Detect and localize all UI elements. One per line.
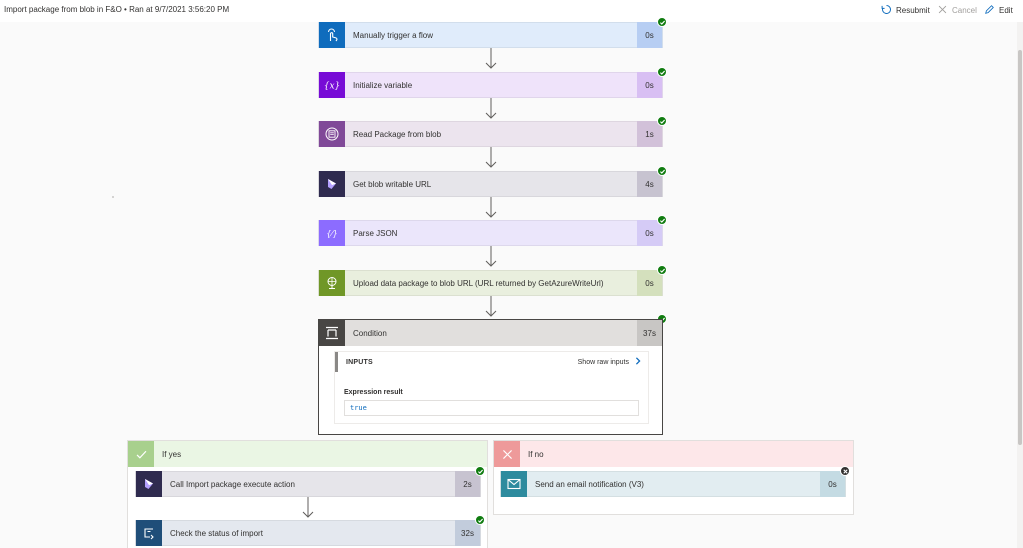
branch-if-yes-header[interactable]: If yes	[128, 441, 487, 467]
step-4-card[interactable]: Get blob writable URL 4s	[318, 171, 663, 197]
connector-arrow-icon	[302, 497, 314, 519]
connector-arrow-icon	[485, 296, 497, 318]
step-5-duration: 0s	[637, 220, 662, 246]
condition-duration: 37s	[637, 320, 662, 346]
expression-result-label: Expression result	[344, 389, 403, 396]
no-step-1-card[interactable]: Send an email notification (V3) 0s	[500, 471, 846, 497]
branch-if-no-label: If no	[528, 449, 544, 459]
dynamics-365-icon	[136, 471, 162, 497]
hand-touch-icon	[319, 22, 345, 48]
resubmit-button[interactable]: Resubmit	[881, 4, 930, 17]
success-check-icon	[657, 67, 667, 77]
yes-step-2-card[interactable]: Check the status of import 32s	[135, 520, 481, 546]
success-check-icon	[657, 166, 667, 176]
vertical-scrollbar[interactable]	[1017, 22, 1023, 548]
mail-icon	[501, 471, 527, 497]
skipped-icon	[840, 466, 850, 476]
variable-x-icon: {x}	[319, 72, 345, 98]
step-1-duration: 0s	[637, 22, 662, 48]
do-until-loop-icon	[136, 520, 162, 546]
step-2-duration: 0s	[637, 72, 662, 98]
http-globe-icon	[319, 270, 345, 296]
run-header: Import package from blob in F&O • Ran at…	[0, 0, 1023, 22]
success-check-icon	[657, 265, 667, 275]
parse-json-icon: {⁄}	[319, 220, 345, 246]
success-check-icon	[657, 215, 667, 225]
condition-card[interactable]: Condition 37s INPUTS Show raw inputs Exp…	[318, 319, 663, 435]
step-2-card[interactable]: {x} Initialize variable 0s	[318, 72, 663, 98]
condition-label: Condition	[353, 328, 387, 338]
inputs-panel: INPUTS Show raw inputs Expression result…	[334, 351, 649, 424]
close-icon	[937, 4, 948, 17]
edit-button[interactable]: Edit	[984, 4, 1013, 17]
step-6-card[interactable]: Upload data package to blob URL (URL ret…	[318, 270, 663, 296]
yes-step-2-label: Check the status of import	[170, 528, 263, 538]
connector-arrow-icon	[485, 147, 497, 169]
step-6-label: Upload data package to blob URL (URL ret…	[353, 278, 604, 288]
show-raw-inputs-label: Show raw inputs	[577, 358, 629, 366]
step-4-duration: 4s	[637, 171, 662, 197]
success-check-icon	[657, 116, 667, 126]
step-2-label: Initialize variable	[353, 80, 413, 90]
inputs-bar: INPUTS Show raw inputs	[335, 352, 648, 372]
cancel-button[interactable]: Cancel	[937, 4, 977, 17]
scrollbar-thumb[interactable]	[1018, 50, 1022, 445]
svg-text:{⁄}: {⁄}	[326, 230, 338, 239]
resubmit-label: Resubmit	[896, 6, 930, 15]
canvas-dot	[112, 196, 114, 198]
yes-step-1-card[interactable]: Call Import package execute action 2s	[135, 471, 481, 497]
branch-if-yes-label: If yes	[162, 449, 182, 459]
inputs-title: INPUTS	[346, 358, 373, 366]
connector-arrow-icon	[485, 246, 497, 268]
step-3-duration: 1s	[637, 121, 662, 147]
condition-header[interactable]: Condition 37s	[319, 320, 662, 346]
dynamics-365-icon	[319, 171, 345, 197]
run-title: Import package from blob in F&O • Ran at…	[4, 5, 230, 14]
success-check-icon	[657, 17, 667, 27]
resubmit-icon	[881, 4, 892, 17]
branch-if-no-header[interactable]: If no	[494, 441, 853, 467]
cancel-label: Cancel	[952, 6, 977, 15]
chevron-right-icon	[634, 357, 642, 367]
pencil-icon	[984, 4, 995, 17]
step-6-duration: 0s	[637, 270, 662, 296]
condition-icon	[319, 320, 345, 346]
no-step-1-duration: 0s	[820, 471, 845, 497]
step-4-label: Get blob writable URL	[353, 179, 432, 189]
svg-text:{x}: {x}	[324, 82, 340, 92]
step-5-label: Parse JSON	[353, 228, 398, 238]
edit-label: Edit	[999, 6, 1013, 15]
step-3-card[interactable]: Read Package from blob 1s	[318, 121, 663, 147]
success-check-icon	[475, 515, 485, 525]
dismiss-icon	[494, 441, 520, 467]
blob-storage-icon	[319, 121, 345, 147]
yes-step-1-label: Call Import package execute action	[170, 479, 295, 489]
no-step-1-label: Send an email notification (V3)	[535, 479, 644, 489]
success-check-icon	[475, 466, 485, 476]
yes-step-1-duration: 2s	[455, 471, 480, 497]
step-5-card[interactable]: {⁄} Parse JSON 0s	[318, 220, 663, 246]
connector-arrow-icon	[485, 48, 497, 70]
yes-step-2-duration: 32s	[455, 520, 480, 546]
step-1-label: Manually trigger a flow	[353, 30, 434, 40]
connector-arrow-icon	[485, 98, 497, 120]
expression-result-value: true	[344, 400, 639, 416]
step-1-card[interactable]: Manually trigger a flow 0s	[318, 22, 663, 48]
checkmark-icon	[128, 441, 154, 467]
step-3-label: Read Package from blob	[353, 129, 442, 139]
show-raw-inputs-link[interactable]: Show raw inputs	[578, 357, 642, 367]
connector-arrow-icon	[485, 197, 497, 219]
